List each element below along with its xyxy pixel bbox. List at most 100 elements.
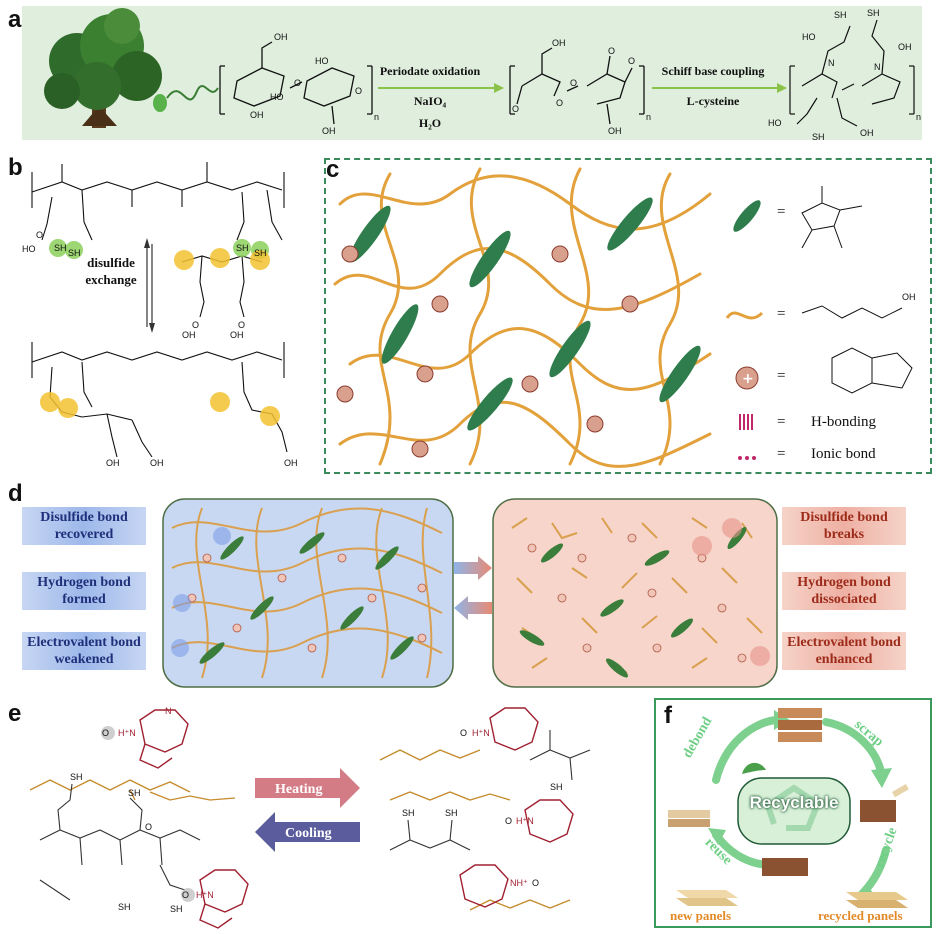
heating-arrow (255, 768, 360, 808)
step1-solvent: H₂O (418, 116, 442, 130)
svg-text:O: O (145, 822, 152, 832)
svg-text:OH: OH (608, 126, 622, 136)
svg-text:Cooling: Cooling (285, 826, 332, 841)
rod-symbol (733, 200, 761, 232)
svg-text:O: O (532, 878, 539, 888)
state-disulfide-recovered: Disulfide bond recovered (22, 507, 146, 545)
svg-text:OH: OH (860, 128, 874, 138)
svg-text:O: O (460, 728, 467, 738)
svg-text:HO: HO (802, 32, 816, 42)
svg-text:O: O (238, 320, 245, 330)
svg-text:SH: SH (70, 772, 83, 782)
svg-text:O: O (512, 104, 519, 114)
svg-text:N: N (874, 62, 881, 72)
panel-f-cycle (668, 708, 909, 908)
thiol-highlight (49, 239, 67, 257)
svg-text:n: n (646, 112, 651, 122)
scrap-panel-stack (778, 708, 822, 742)
panel-e-scheme: N O H⁺N SH SH O SH SH O H⁺N Heating Cooling (29, 706, 591, 929)
hbond-symbol (739, 414, 753, 430)
recyclable-badge (737, 777, 851, 845)
disulfide-exchange-label: disulfide exchange (85, 255, 137, 287)
svg-text:N: N (165, 706, 172, 716)
recyclable-label: Recyclable (749, 793, 839, 812)
svg-text:O: O (608, 46, 615, 56)
panel-c-network (333, 167, 712, 468)
svg-text:+: + (742, 371, 754, 387)
cellulose-structure (219, 41, 373, 125)
legend-ionic-label: Ionic bond (811, 446, 876, 462)
svg-text:H⁺N: H⁺N (196, 890, 214, 900)
step2-reagent: L-cysteine (686, 94, 740, 108)
panel-c-legend: + OH (725, 186, 916, 460)
svg-text:H⁺N: H⁺N (118, 728, 136, 738)
state-hydrogen-dissociated: Hydrogen bond dissociated (782, 572, 906, 610)
svg-text:O: O (556, 98, 563, 108)
svg-text:n: n (916, 112, 921, 122)
state-electrovalent-enhanced: Electrovalent bond enhanced (782, 632, 906, 670)
svg-text:HO: HO (270, 92, 284, 102)
panel-b-letter: b (8, 154, 23, 181)
legend-eq-5: = (777, 446, 786, 462)
recycle-icon (765, 784, 819, 831)
svg-text:O: O (628, 56, 635, 66)
svg-text:OH: OH (322, 126, 336, 136)
svg-text:OH: OH (182, 330, 196, 340)
svg-text:SH: SH (68, 248, 81, 258)
state-disulfide-breaks: Disulfide bond breaks (782, 507, 906, 545)
panel-f-frame (654, 698, 932, 928)
svg-text:SH: SH (118, 902, 131, 912)
svg-text:SH: SH (236, 243, 249, 253)
svg-text:O: O (182, 890, 189, 900)
step1-reagent: NaIO₄ (413, 94, 447, 108)
svg-text:SH: SH (128, 788, 141, 798)
svg-text:OH: OH (250, 110, 264, 120)
legend-eq-3: = (777, 368, 786, 384)
svg-text:SH: SH (834, 10, 847, 20)
svg-text:O: O (505, 816, 512, 826)
step1-label: Periodate oxidation (379, 64, 481, 78)
cysteine-cellulose-structure (789, 19, 915, 127)
legend-eq-1: = (777, 204, 786, 220)
svg-text:OH: OH (274, 32, 288, 42)
panel-f-letter: f (664, 702, 672, 729)
svg-text:SH: SH (54, 243, 67, 253)
legend-eq-4: = (777, 414, 786, 430)
svg-text:O: O (294, 78, 301, 88)
svg-text:OH: OH (552, 38, 566, 48)
svg-text:SH: SH (170, 904, 183, 914)
leaf-zoom-icon (153, 94, 167, 112)
scrap-bits (860, 784, 909, 822)
step2-label: Schiff base coupling (661, 64, 765, 78)
svg-text:O: O (192, 320, 199, 330)
cation-symbol (735, 366, 759, 390)
disulfide-highlight (174, 250, 194, 270)
svg-text:OH: OH (106, 458, 120, 468)
svg-text:O: O (570, 78, 577, 88)
svg-text:H⁺N: H⁺N (516, 816, 534, 826)
chain-symbol (725, 311, 764, 320)
svg-text:NH⁺: NH⁺ (510, 878, 528, 888)
svg-text:OH: OH (230, 330, 244, 340)
panel-a-background (22, 6, 922, 140)
leaf-icon (742, 762, 766, 774)
cooling-arrow (255, 812, 360, 852)
svg-text:HO: HO (315, 56, 329, 66)
state-electrovalent-weakened: Electrovalent bond weakened (22, 632, 146, 670)
svg-text:SH: SH (254, 248, 267, 258)
svg-text:Heating: Heating (275, 782, 322, 797)
state-hydrogen-formed: Hydrogen bond formed (22, 572, 146, 610)
svg-text:SH: SH (445, 808, 458, 818)
svg-text:SH: SH (402, 808, 415, 818)
recycled-panels-label: recycled panels (818, 908, 903, 923)
recycled-panel (846, 892, 908, 908)
svg-text:SH: SH (812, 132, 825, 140)
svg-text:SH: SH (867, 8, 880, 18)
svg-text:O: O (355, 86, 362, 96)
legend-eq-2: = (777, 306, 786, 322)
svg-text:OH: OH (150, 458, 164, 468)
svg-text:H⁺N: H⁺N (472, 728, 490, 738)
tree-icon (44, 8, 162, 128)
